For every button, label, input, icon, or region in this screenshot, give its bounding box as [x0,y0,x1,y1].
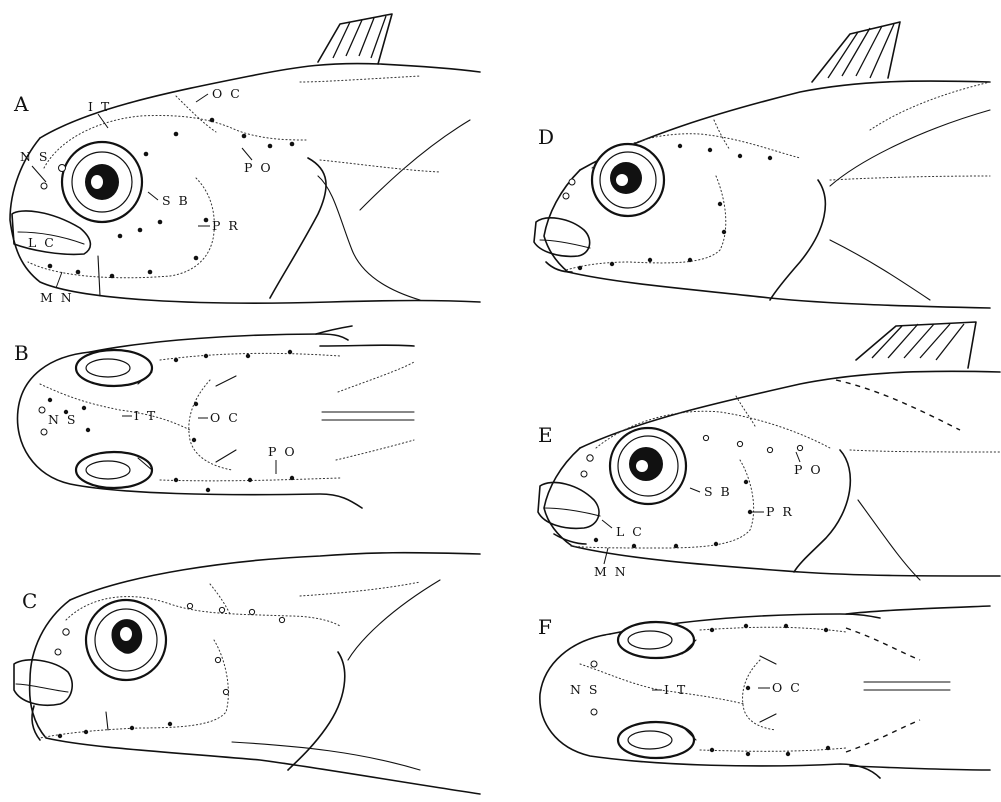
panel-f-letter: F [538,615,552,639]
panel-d-letter: D [538,125,554,149]
label-oc-a: O C [212,86,242,101]
panel-c-letter: C [22,589,37,613]
label-it-b: I T [134,408,157,423]
label-pr-e: P R [766,504,794,519]
panel-a-letter: A [13,92,29,116]
panel-c: C [14,553,480,794]
label-oc-b: O C [210,410,240,425]
panel-e: E P O S B P R L C M [538,322,1000,580]
label-ns-b: N S [48,412,77,427]
label-lc-e: L C [616,524,644,539]
label-ns-f: N S [570,682,599,697]
panel-b-letter: B [14,341,29,365]
label-sb-a: S B [162,193,190,208]
label-po-b: P O [268,444,297,459]
label-sb-e: S B [704,484,732,499]
label-lc-a: L C [28,235,56,250]
panel-d: D [534,22,990,308]
label-ns-a: N S [20,149,49,164]
label-oc-f: O C [772,680,802,695]
label-it-a: I T [88,99,111,114]
panel-e-letter: E [538,423,553,447]
label-mn-a: M N [40,290,74,305]
panel-a: A I T O C [10,14,480,305]
label-pr-a: P R [212,218,240,233]
label-mn-e: M N [594,564,628,579]
label-po-e: P O [794,462,823,477]
panel-b: B N S I T O C P O [14,326,414,508]
panel-f: F N S I T O C [538,606,990,778]
label-it-f: I T [664,682,687,697]
label-po-a: P O [244,160,273,175]
